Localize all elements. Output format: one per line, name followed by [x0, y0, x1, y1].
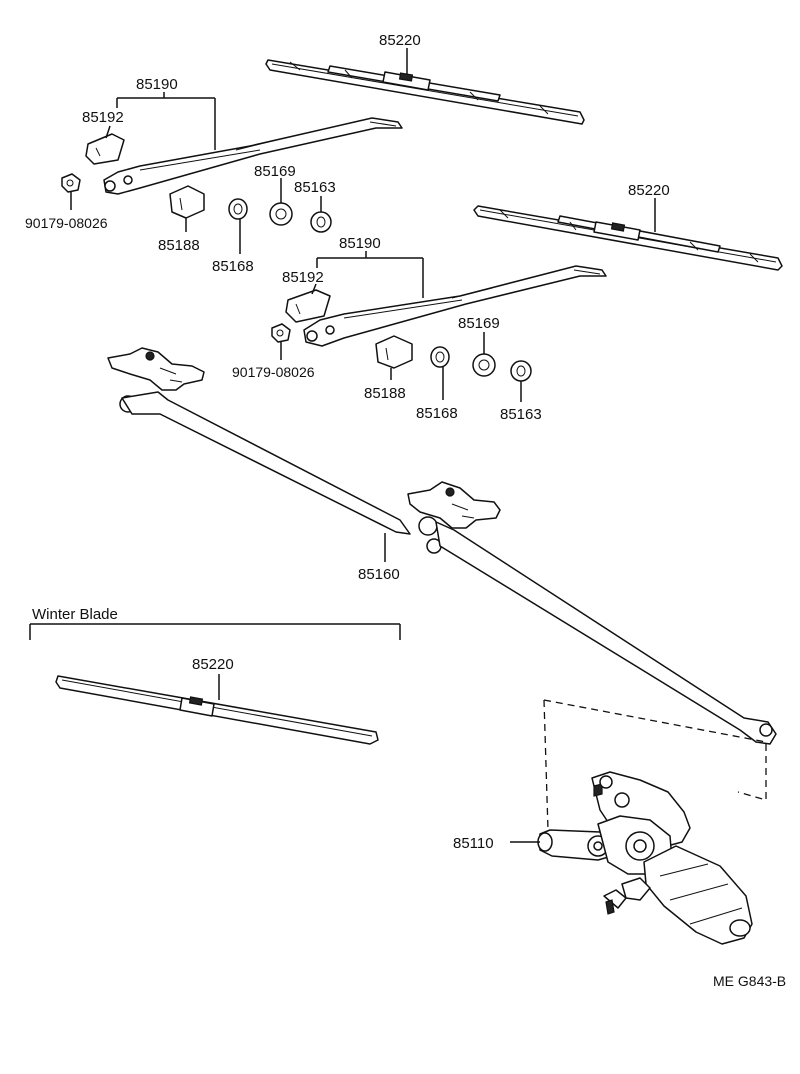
bushing-right: [375, 335, 413, 369]
label-blade-top: 85220: [379, 32, 421, 49]
label-arm-right: 85190: [339, 235, 381, 252]
label-washer-85169-left: 85169: [254, 163, 296, 180]
label-washer-85163-right: 85163: [500, 406, 542, 423]
label-motor: 85110: [453, 835, 494, 852]
washer-85169-left: [269, 202, 293, 226]
label-cap-left: 85192: [82, 109, 124, 126]
leader-cap-left: [105, 125, 111, 139]
winter-blade: [55, 675, 379, 745]
label-washer-85169-right: 85169: [458, 315, 500, 332]
washer-85169-right: [472, 353, 496, 377]
nut-left: [61, 173, 81, 193]
label-washer-85168-right: 85168: [416, 405, 458, 422]
washer-85163-right: [510, 360, 532, 382]
washer-85168-left: [228, 198, 248, 220]
label-blade-right: 85220: [628, 182, 670, 199]
wiper-linkage: [107, 347, 777, 745]
arm-cap-right: [285, 289, 331, 323]
label-winter-blade: 85220: [192, 656, 234, 673]
label-bushing-left: 85188: [158, 237, 200, 254]
label-cap-right: 85192: [282, 269, 324, 286]
washer-85163-left: [310, 211, 332, 233]
winter-blade-title: Winter Blade: [32, 606, 118, 623]
label-washer-85163-left: 85163: [294, 179, 336, 196]
figure-code: ME G843-B: [713, 973, 786, 989]
bushing-left: [169, 185, 205, 219]
wiper-arm-left: [103, 117, 403, 195]
label-nut-right: 90179-08026: [232, 364, 315, 380]
leader-cap-right: [311, 283, 317, 295]
label-linkage: 85160: [358, 566, 400, 583]
washer-85168-right: [430, 346, 450, 368]
wiper-blade-right: [473, 205, 783, 271]
wiper-blade-top: [265, 59, 585, 125]
nut-right: [271, 323, 291, 343]
label-arm-left: 85190: [136, 76, 178, 93]
motor-link-dashed: [543, 699, 767, 831]
label-bushing-right: 85188: [364, 385, 406, 402]
label-washer-85168-left: 85168: [212, 258, 254, 275]
label-nut-left: 90179-08026: [25, 215, 108, 231]
wiper-arm-right: [303, 265, 607, 347]
wiper-motor: [537, 771, 753, 945]
arm-cap-left: [85, 133, 125, 165]
